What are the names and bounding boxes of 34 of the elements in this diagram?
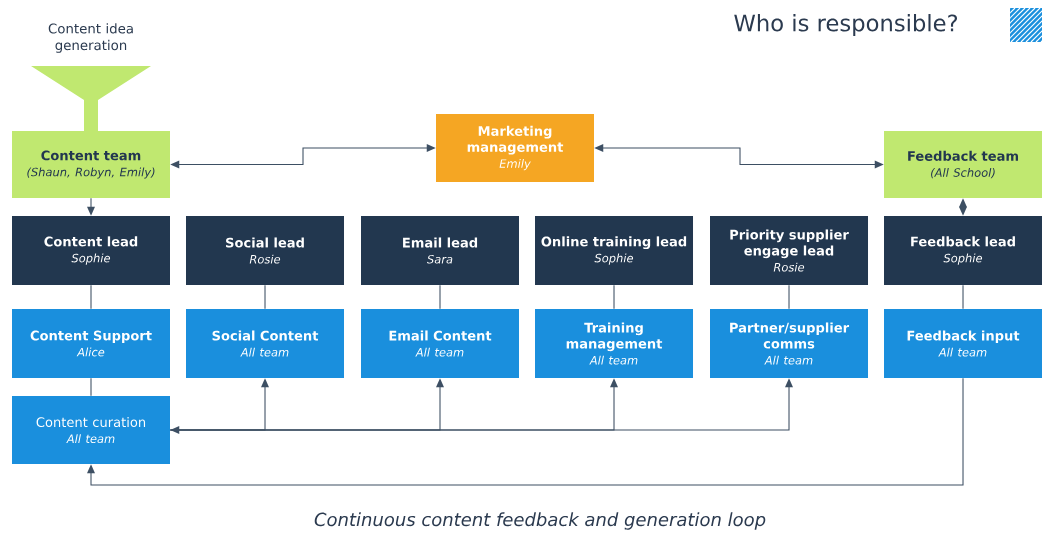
box: Social Content All team [186, 309, 344, 378]
box: Content team (Shaun, Robyn, Emily) [12, 131, 170, 198]
box: Content lead Sophie [12, 216, 170, 285]
connector [613, 284, 615, 310]
box: Feedback team (All School) [884, 131, 1042, 198]
connector [87, 197, 95, 216]
connector [264, 284, 266, 310]
connector [90, 377, 92, 397]
box: Email Content All team [361, 309, 519, 378]
connector [439, 284, 441, 310]
box: Content curation All team [12, 396, 170, 464]
box: Feedback lead Sophie [884, 216, 1042, 285]
connector [170, 144, 436, 169]
connector [87, 377, 964, 486]
caption: Continuous content feedback and generation loop [314, 512, 766, 530]
title: Who is responsible? [734, 14, 958, 36]
box: Training management All team [535, 309, 693, 378]
funnel: Content idea generation [31, 23, 151, 131]
box: Feedback input All team [884, 309, 1042, 378]
connector [169, 378, 618, 431]
connector [959, 198, 967, 216]
connector [788, 284, 790, 310]
box: Email lead Sara [361, 216, 519, 285]
connector [90, 284, 92, 310]
box: Partner/supplier comms All team [710, 309, 868, 378]
box: Social lead Rosie [186, 216, 344, 285]
box: Priority supplier engage lead Rosie [710, 216, 868, 285]
connector [962, 284, 964, 310]
connector [170, 378, 793, 434]
box: Marketing management Emily [436, 114, 594, 182]
node-label: Content idea generation [48, 23, 133, 53]
box: Content Support Alice [12, 309, 170, 378]
connector [594, 144, 884, 169]
box: Online training lead Sophie [535, 216, 693, 285]
